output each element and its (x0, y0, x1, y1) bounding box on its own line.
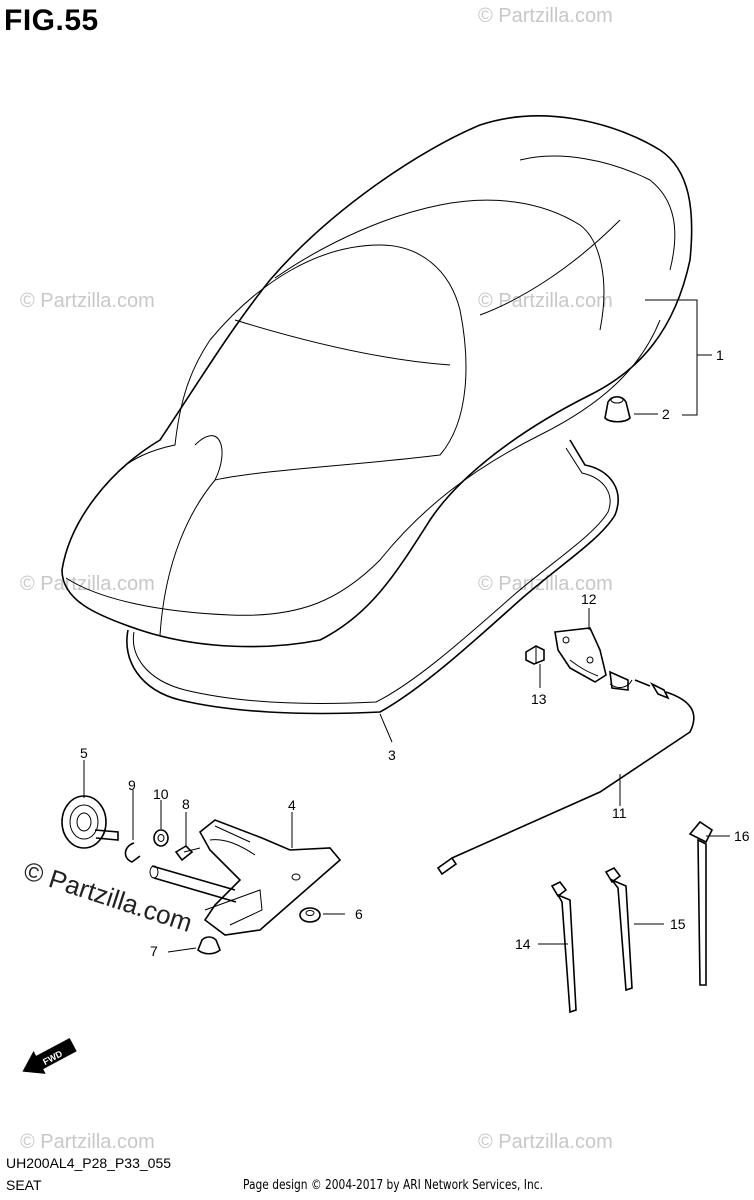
callout-9: 9 (128, 777, 136, 793)
callout-8: 8 (182, 796, 190, 812)
callout-12: 12 (581, 591, 597, 607)
latch-bolt-part (525, 645, 545, 665)
callout-16: 16 (734, 828, 750, 844)
seat-hinge-part (149, 819, 342, 936)
watermark-large: © Partzilla.com (20, 855, 196, 938)
callout-4: 4 (288, 797, 296, 813)
seat-base-part (126, 439, 619, 715)
watermark: © Partzilla.com (20, 1131, 155, 1153)
callout-11: 11 (612, 805, 627, 821)
washer-part (153, 829, 169, 847)
watermark: © Partzilla.com (478, 573, 613, 595)
screw-part (174, 844, 201, 862)
cable-tie-part-14 (550, 880, 577, 1014)
seat-lock-cable-part (436, 679, 695, 876)
e-clip-part (124, 842, 141, 863)
watermark: © Partzilla.com (478, 5, 613, 27)
seat-latch-part (554, 627, 633, 691)
watermark: © Partzilla.com (20, 573, 155, 595)
watermark: © Partzilla.com (20, 290, 155, 312)
forward-arrow-icon: FWD (22, 1037, 77, 1074)
callout-1: 1 (716, 347, 724, 363)
callout-2: 2 (662, 406, 670, 422)
callout-13: 13 (531, 691, 547, 707)
watermark: © Partzilla.com (478, 1131, 613, 1153)
callouts: 1 2 3 4 5 6 7 8 9 10 11 12 13 14 15 16 (80, 347, 750, 959)
callout-leaders (83, 299, 730, 953)
callout-14: 14 (515, 936, 531, 952)
callout-15: 15 (670, 916, 686, 932)
watermark: © Partzilla.com (478, 290, 613, 312)
callout-7: 7 (150, 943, 158, 959)
page-credit: Page design © 2004-2017 by ARI Network S… (243, 1178, 543, 1193)
seat-bumper-part (604, 395, 631, 423)
section-name: SEAT (6, 1177, 42, 1193)
figure-title: FIG.55 (4, 4, 99, 37)
grommet-part (299, 907, 321, 923)
callout-6: 6 (355, 906, 363, 922)
clamp-part-16 (688, 820, 714, 986)
cable-tie-part-15 (604, 866, 633, 992)
spring-part (61, 795, 119, 849)
callout-10: 10 (153, 786, 169, 802)
diagram-code: UH200AL4_P28_P33_055 (6, 1155, 172, 1171)
hinge-bumper-part (197, 936, 221, 955)
callout-3: 3 (388, 747, 396, 763)
callout-5: 5 (80, 745, 88, 761)
seat-cushion-part (61, 115, 693, 648)
watermarks: © Partzilla.com © Partzilla.com © Partzi… (20, 5, 613, 1153)
